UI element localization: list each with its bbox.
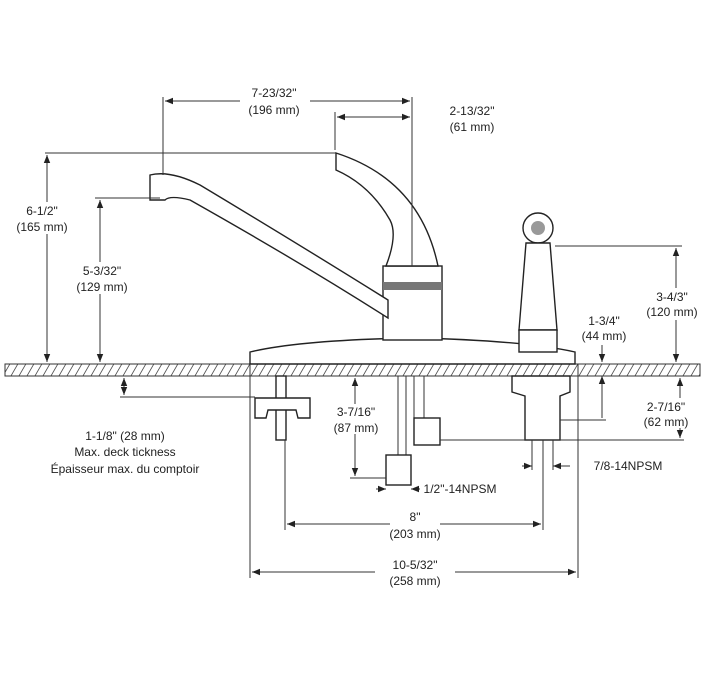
dim-imperial: 3-7/16" xyxy=(337,405,375,419)
under-counter-parts xyxy=(254,375,571,486)
sprayer-height-label: 3-4/3" (120 mm) xyxy=(640,288,704,320)
deck-line-3: Épaisseur max. du comptoir xyxy=(51,461,200,476)
spout-reach-label: 7-23/32" (196 mm) xyxy=(248,86,299,117)
sprayer xyxy=(518,212,558,353)
centers-label: 8" (203 mm) xyxy=(389,510,440,541)
spout-height-label: 5-3/32" (129 mm) xyxy=(68,262,134,294)
dim-metric: (258 mm) xyxy=(389,574,440,588)
dim-metric: (61 mm) xyxy=(450,120,495,134)
deck-line-2: Max. deck tickness xyxy=(74,445,175,459)
dim-metric: (203 mm) xyxy=(389,527,440,541)
dim-metric: (44 mm) xyxy=(582,329,627,343)
lever-offset-label: 2-13/32" (61 mm) xyxy=(450,104,495,134)
overall-height-label: 6-1/2" (165 mm) xyxy=(12,202,72,234)
countertop xyxy=(4,363,701,377)
dim-metric: (196 mm) xyxy=(248,103,299,117)
deck-line-1: 1-1/8" (28 mm) xyxy=(85,429,165,443)
dim-imperial: 8" xyxy=(410,510,421,524)
dim-metric: (62 mm) xyxy=(644,415,689,429)
dim-imperial: 3-4/3" xyxy=(656,290,688,304)
dim-imperial: 1-3/4" xyxy=(588,314,620,328)
dim-metric: (165 mm) xyxy=(16,220,67,234)
faucet-body xyxy=(149,152,576,365)
supply-length-label: 3-7/16" (87 mm) xyxy=(325,404,387,435)
dim-imperial: 2-13/32" xyxy=(450,104,495,118)
dim-imperial: 10-5/32" xyxy=(393,558,438,572)
dim-imperial: 5-3/32" xyxy=(83,264,121,278)
dim-metric: (120 mm) xyxy=(646,305,697,319)
sprayer-base-height-label: 1-3/4" (44 mm) xyxy=(582,314,627,343)
dim-imperial: 7-23/32" xyxy=(252,86,297,100)
dim-imperial: 6-1/2" xyxy=(26,204,58,218)
dim-imperial: 2-7/16" xyxy=(647,400,685,414)
dim-metric: (87 mm) xyxy=(334,421,379,435)
supply-thread-label: 1/2"-14NPSM xyxy=(424,482,497,496)
deck-thickness-label: 1-1/8" (28 mm) Max. deck tickness Épaiss… xyxy=(51,429,200,476)
overall-width-label: 10-5/32" (258 mm) xyxy=(389,558,440,588)
sprayer-thread-label: 7/8-14NPSM xyxy=(594,459,663,473)
sprayer-shank-label: 2-7/16" (62 mm) xyxy=(640,398,700,429)
dim-metric: (129 mm) xyxy=(76,280,127,294)
